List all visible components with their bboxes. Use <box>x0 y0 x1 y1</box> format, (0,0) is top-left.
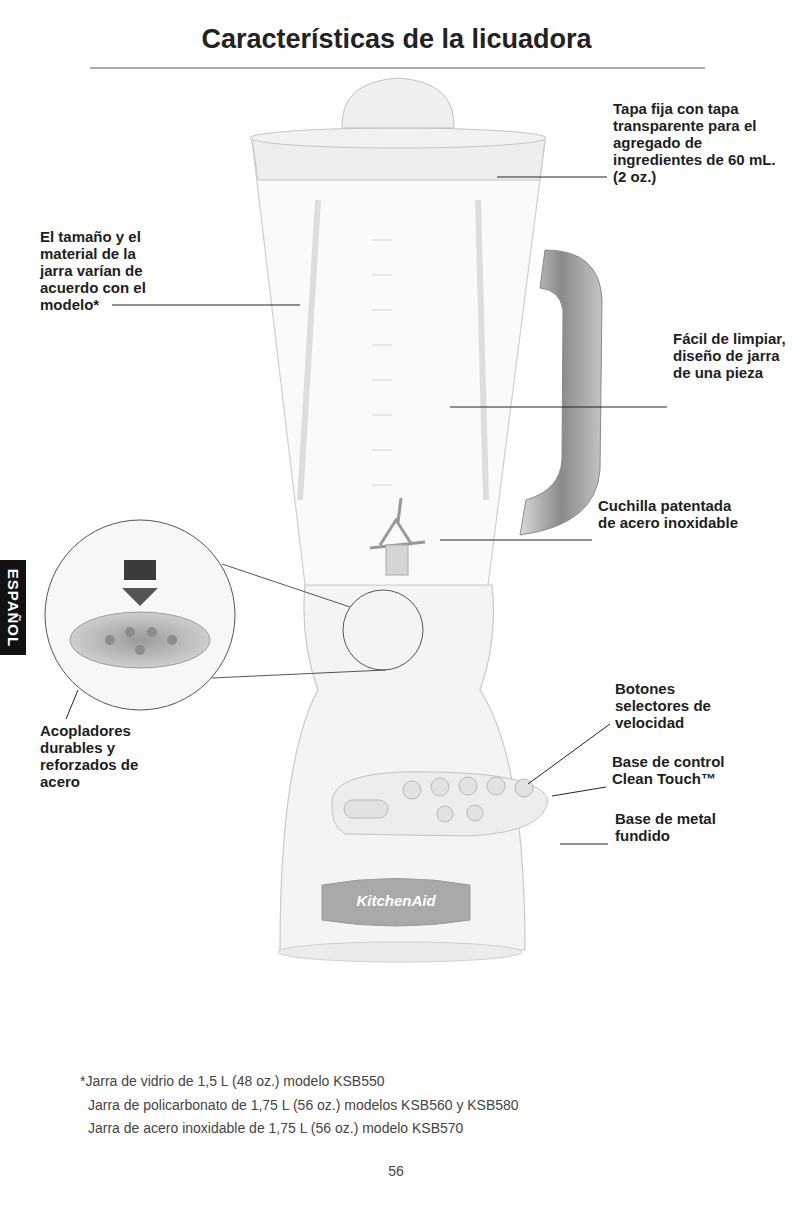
callout-label: Tapa fija con tapa transparente para el … <box>613 100 781 185</box>
coupler-teeth <box>105 627 177 655</box>
footnote: Jarra de acero inoxidable de 1,75 L (56 … <box>88 1120 748 1137</box>
logo-plate <box>322 879 470 927</box>
coupler <box>70 612 210 668</box>
callout-label: Botones selectores de velocidad <box>615 680 733 731</box>
lid-cap <box>342 78 454 128</box>
control-panel <box>332 772 548 836</box>
blade <box>370 498 425 548</box>
base-foot <box>278 942 522 962</box>
title-rule <box>90 68 705 69</box>
speed-buttons <box>344 777 533 822</box>
callout-label: Acopladores durables y reforzados de ace… <box>40 722 148 790</box>
callout-label: Cuchilla patentada de acero inoxidable <box>598 497 750 531</box>
coupler-top <box>124 560 156 580</box>
lid-rim <box>250 128 546 148</box>
blender-jug <box>252 140 545 585</box>
detail-marker <box>343 590 423 670</box>
footnote: Jarra de policarbonato de 1,75 L (56 oz.… <box>88 1097 748 1114</box>
page-number: 56 <box>346 1163 446 1180</box>
blender-base <box>280 585 525 950</box>
callout-label: Base de metal fundido <box>615 810 740 844</box>
callout-label: Base de control Clean Touch™ <box>612 753 747 787</box>
brand-logo: KitchenAid <box>322 892 470 909</box>
blade-hub <box>386 545 408 575</box>
leader-lines <box>66 177 667 844</box>
page-title: Características de la licuadora <box>0 24 793 55</box>
detail-circle <box>45 520 235 710</box>
magnifier-line <box>222 564 350 607</box>
down-arrow <box>122 588 158 606</box>
callout-label: Fácil de limpiar, diseño de jarra de una… <box>673 330 787 381</box>
jug-handle <box>520 250 602 535</box>
magnifier-line <box>212 670 386 678</box>
jug-markings <box>300 200 486 500</box>
footnote: *Jarra de vidrio de 1,5 L (48 oz.) model… <box>80 1073 740 1090</box>
callout-label: El tamaño y el material de la jarra varí… <box>40 228 172 313</box>
tab-text: ESPAÑOL <box>5 568 22 646</box>
language-tab: ESPAÑOL <box>0 560 26 655</box>
